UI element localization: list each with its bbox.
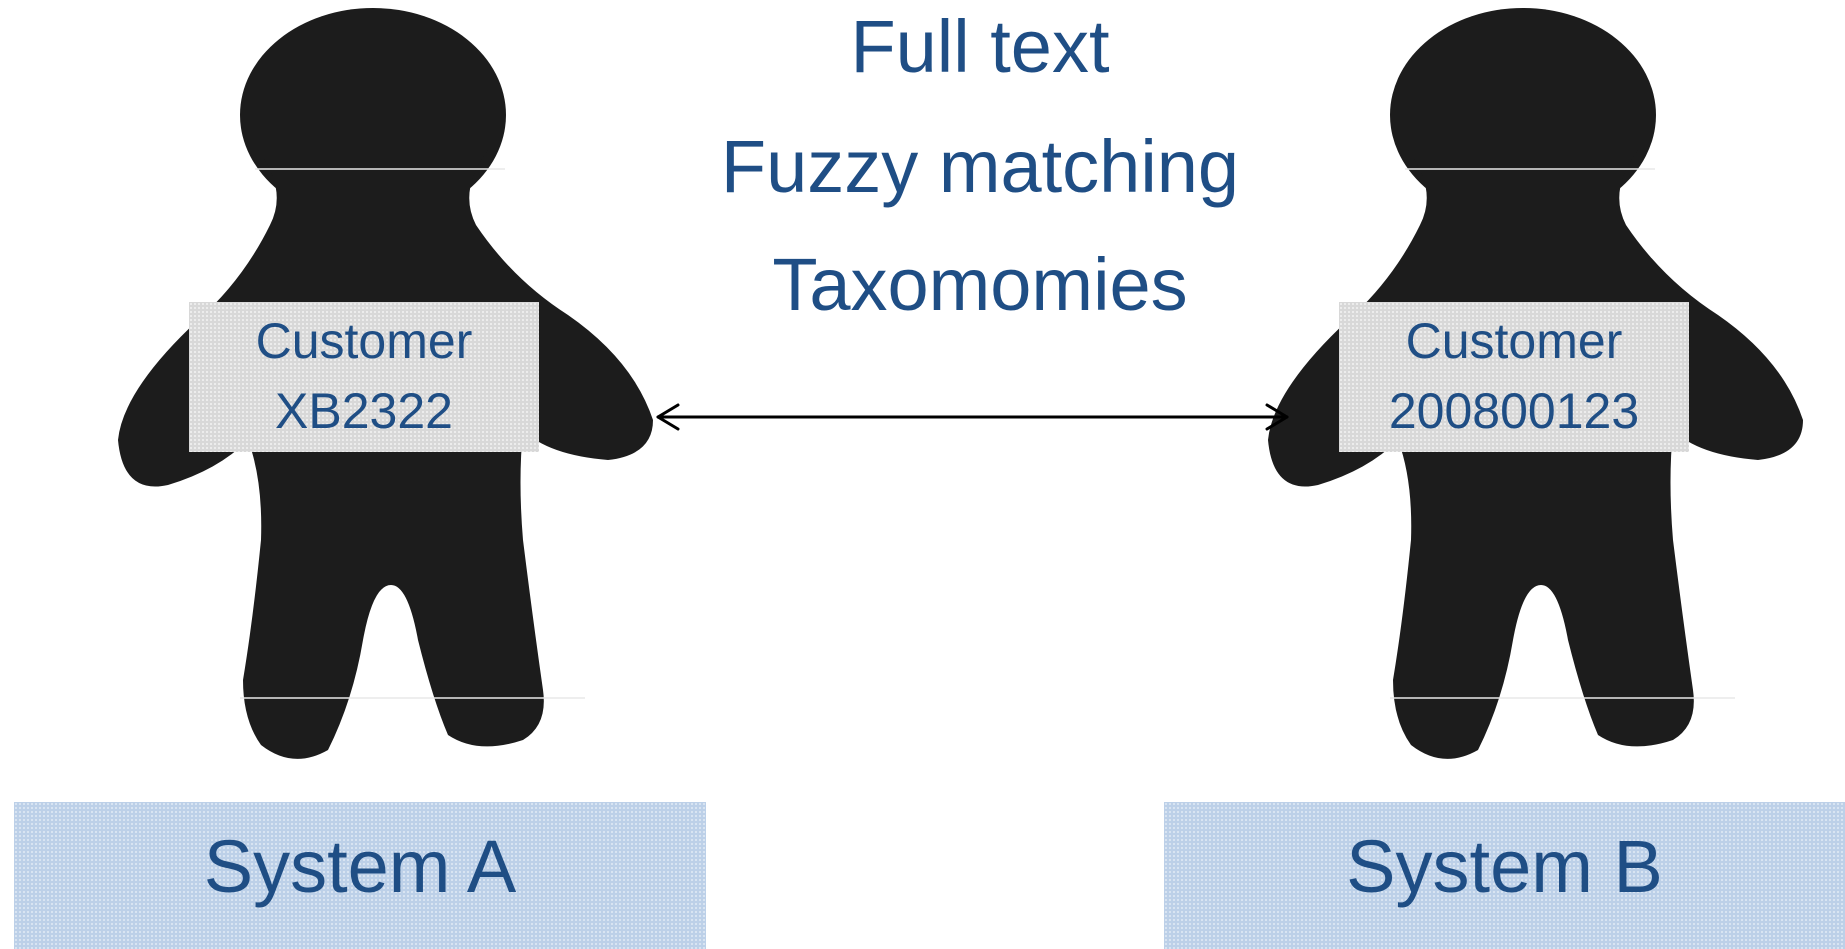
customer-badge-b-line1: Customer	[1405, 313, 1623, 369]
system-a-box: System A	[14, 802, 706, 949]
customer-badge-a-line1: Customer	[255, 313, 473, 369]
customer-badge-b: Customer 200800123	[1339, 302, 1689, 452]
feature-taxonomies: Taxomomies	[772, 243, 1188, 326]
customer-badge-a-id: XB2322	[275, 383, 453, 439]
matching-arrow	[656, 403, 1289, 431]
feature-fuzzy-matching: Fuzzy matching	[720, 125, 1240, 208]
customer-badge-b-id: 200800123	[1388, 383, 1640, 439]
arrow-head-left	[656, 403, 680, 431]
system-b-box: System B	[1164, 802, 1845, 949]
silhouette-seams	[240, 168, 1735, 699]
arrow-head-right	[1265, 403, 1289, 431]
feature-full-text: Full text	[850, 5, 1110, 88]
customer-badge-a: Customer XB2322	[189, 302, 539, 452]
